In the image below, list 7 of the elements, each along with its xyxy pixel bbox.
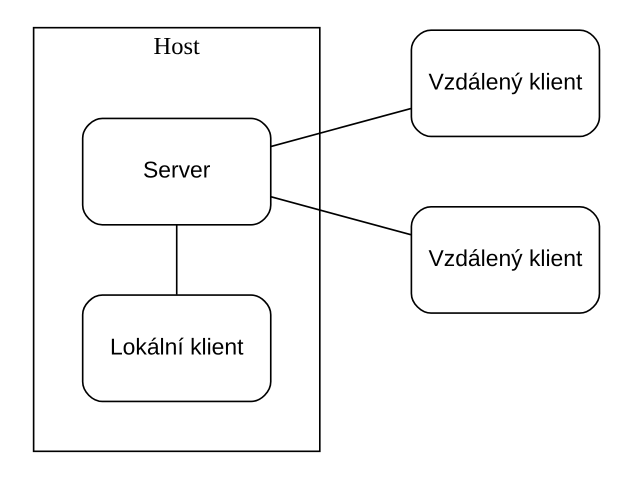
node-box: Server [81, 118, 272, 226]
node-box: Vzdálený klient [410, 29, 600, 138]
node-box: Lokální klient [81, 294, 272, 402]
connector [270, 196, 411, 236]
connector [270, 108, 411, 148]
node-box: Vzdálený klient [410, 206, 600, 314]
connector [175, 224, 178, 294]
